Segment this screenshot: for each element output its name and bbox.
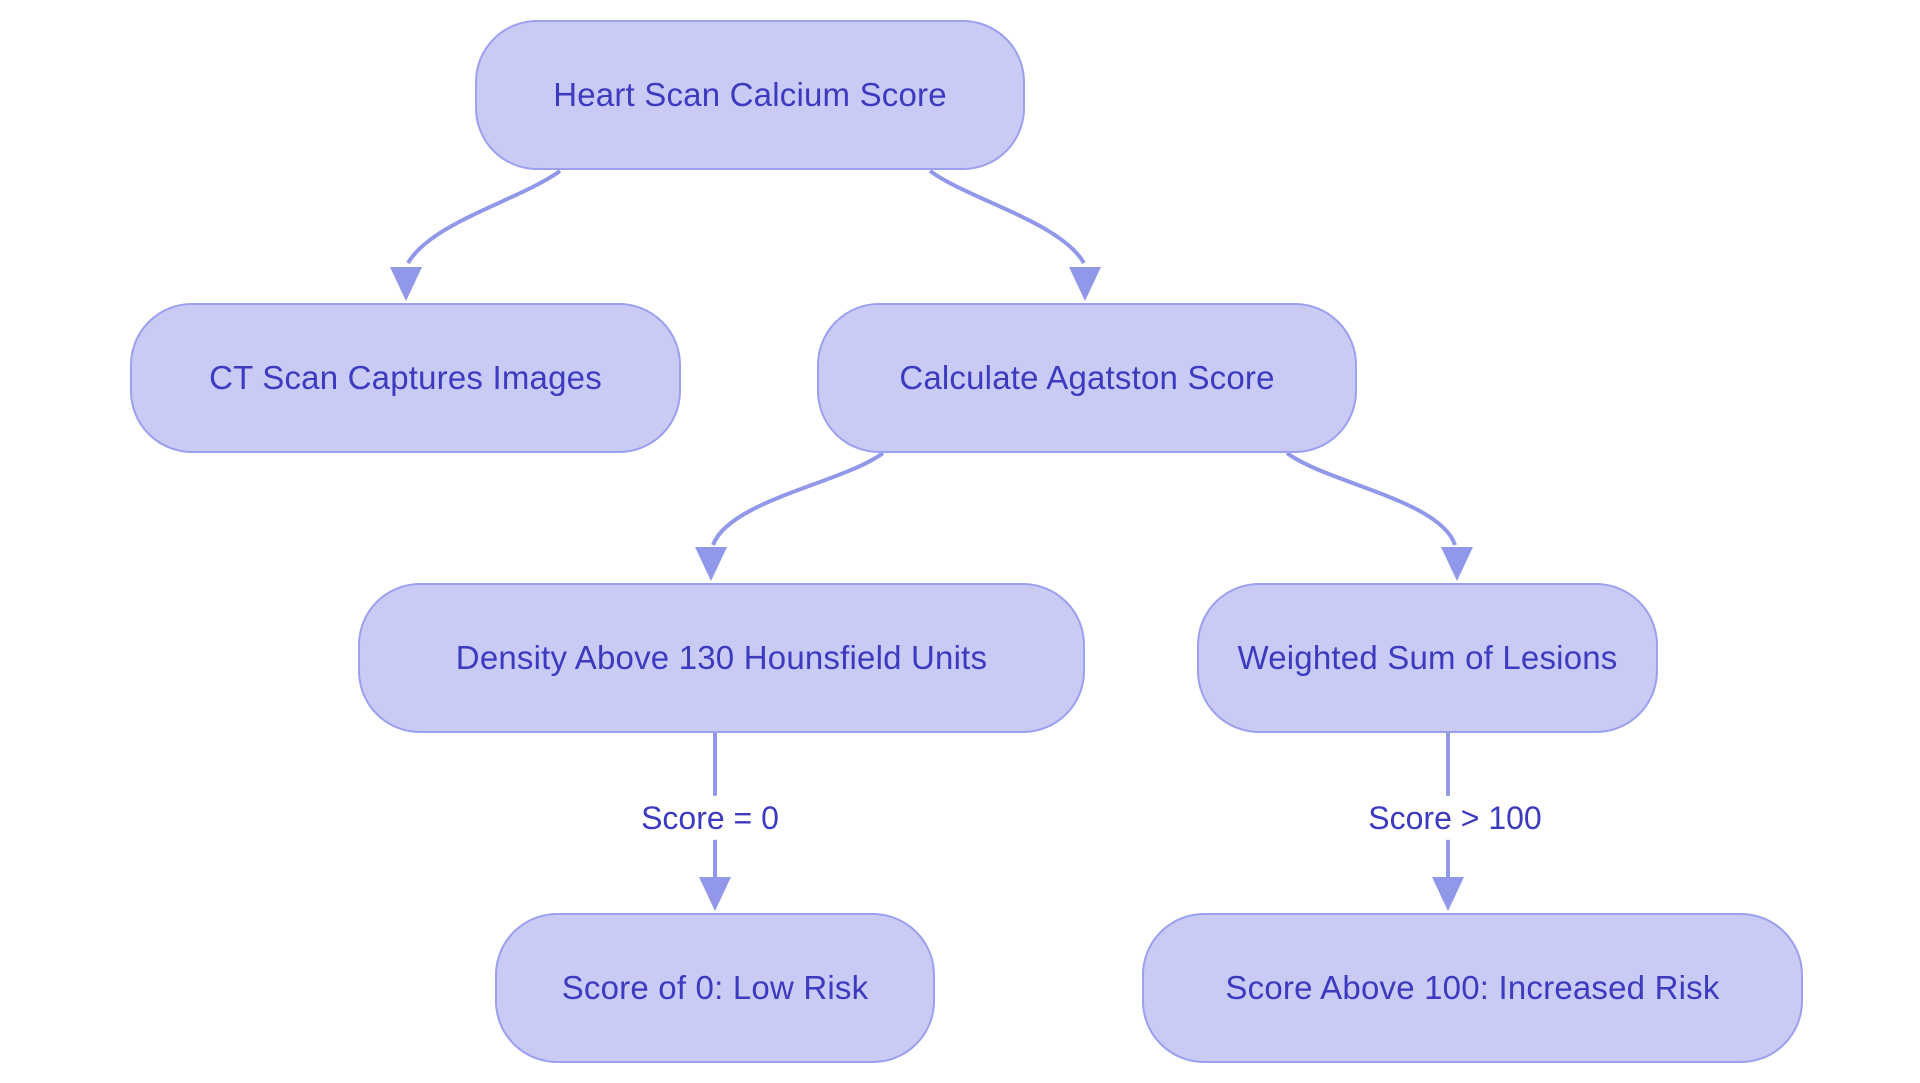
node-weighted-sum-of-lesions: Weighted Sum of Lesions — [1197, 583, 1658, 733]
arrowhead-increased-risk — [1432, 877, 1464, 911]
arrowhead-weighted-sum — [1441, 547, 1473, 581]
node-label: Weighted Sum of Lesions — [1237, 639, 1618, 676]
node-label: CT Scan Captures Images — [209, 359, 602, 396]
edge-agatston-to-weighted-sum — [1285, 451, 1457, 546]
edge-heart-scan-to-agatston — [928, 169, 1086, 265]
edge-label-score-equals-0: Score = 0 — [631, 795, 789, 841]
node-label: Score Above 100: Increased Risk — [1225, 969, 1720, 1006]
node-heart-scan-calcium-score: Heart Scan Calcium Score — [475, 20, 1025, 170]
node-score-of-0-low-risk: Score of 0: Low Risk — [495, 913, 935, 1063]
arrowhead-density — [695, 547, 727, 581]
edge-agatston-to-density — [711, 451, 885, 546]
node-label: Heart Scan Calcium Score — [553, 76, 947, 113]
node-label: Calculate Agatston Score — [899, 359, 1275, 396]
arrowhead-ct-scan — [390, 267, 422, 301]
node-label: Density Above 130 Hounsfield Units — [455, 639, 988, 676]
node-label: Score of 0: Low Risk — [561, 969, 869, 1006]
node-calculate-agatston-score: Calculate Agatston Score — [817, 303, 1357, 453]
edge-heart-scan-to-ct-scan — [406, 169, 562, 265]
node-density-above-130-hounsfield-units: Density Above 130 Hounsfield Units — [358, 583, 1085, 733]
arrowhead-agatston — [1069, 267, 1101, 301]
arrowhead-low-risk — [699, 877, 731, 911]
edge-label-score-greater-100: Score > 100 — [1358, 795, 1552, 841]
node-ct-scan-captures-images: CT Scan Captures Images — [130, 303, 681, 453]
node-score-above-100-increased-risk: Score Above 100: Increased Risk — [1142, 913, 1803, 1063]
